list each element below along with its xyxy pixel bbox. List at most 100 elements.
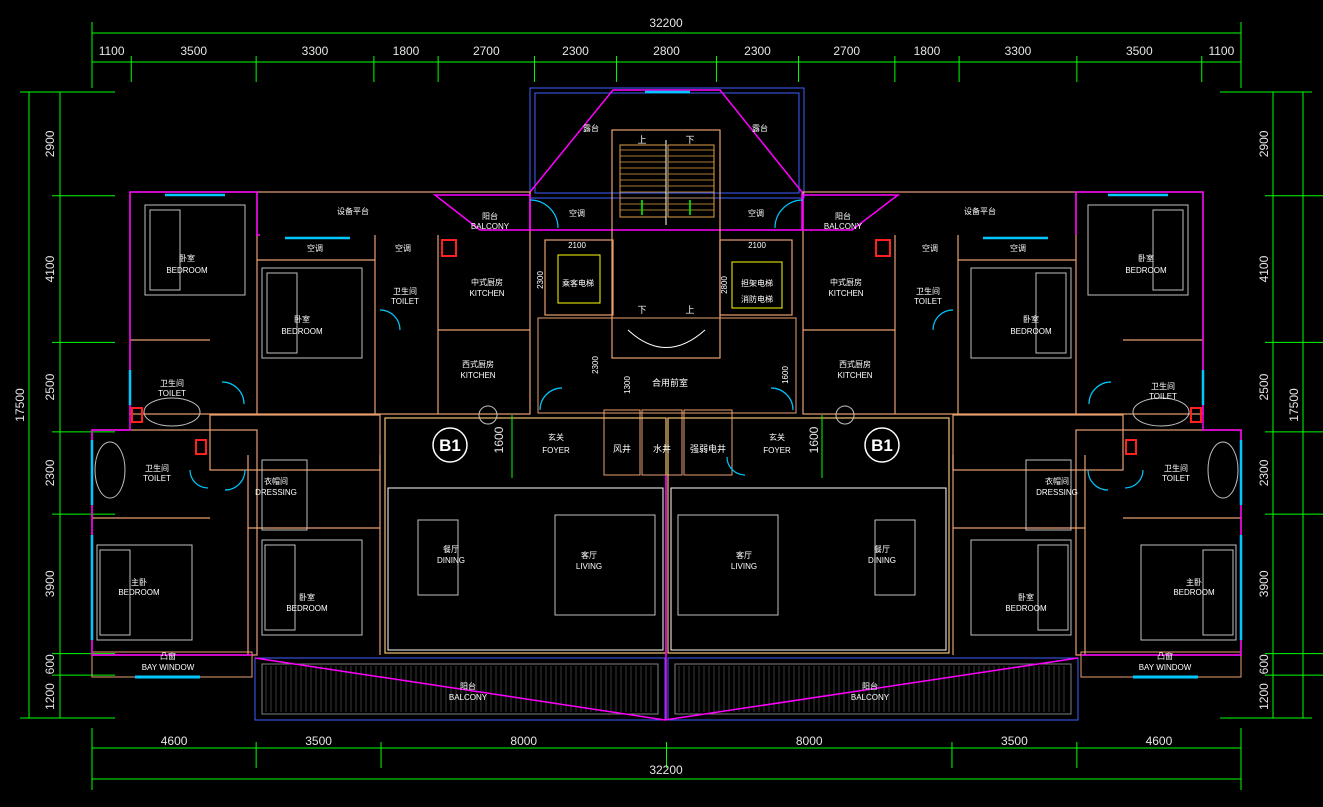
right-segment-dim-0: 2900 [1257, 130, 1271, 157]
label-master-r-cn: 主卧 [1186, 577, 1202, 587]
label-balcony-r-en: BALCONY [824, 222, 863, 231]
label-stair-up-b: 上 [685, 305, 694, 315]
label-landing-r: 露台 [752, 123, 768, 133]
label-bay-l-cn: 凸窗 [160, 651, 176, 661]
label-toilet-r2-en: TOILET [1149, 392, 1177, 401]
door-swings [189, 199, 1144, 491]
right-segment-dim-3: 2300 [1257, 459, 1271, 486]
label-foyer-r-en: FOYER [763, 446, 791, 455]
label-bay-l-en: BAY WINDOW [142, 663, 195, 672]
label-dressing-l-en: DRESSING [255, 488, 297, 497]
label-fire-elevator: 消防电梯 [741, 294, 773, 304]
label-bedroom-r2-en: BEDROOM [1010, 327, 1052, 336]
label-toilet-l3-cn: 卫生间 [145, 463, 169, 473]
label-toilet-l1-cn: 卫生间 [393, 286, 417, 296]
bottom-total-dim: 32200 [649, 763, 683, 777]
label-bay-r-cn: 凸窗 [1157, 651, 1173, 661]
top-segment-dim-0: 1100 [99, 44, 125, 58]
label-bedroom-r3-cn: 卧室 [1018, 592, 1034, 602]
top-segment-dim-2: 3300 [302, 44, 329, 58]
label-toilet-r1-cn: 卫生间 [916, 286, 940, 296]
label-master-r-en: BEDROOM [1173, 588, 1215, 597]
inner-dim-2100a: 2100 [568, 241, 586, 250]
inner-dim-2300b: 2300 [591, 356, 600, 374]
top-segment-dim-7: 2300 [744, 44, 771, 58]
label-balcony-bl-cn: 阳台 [460, 681, 476, 691]
label-balcony-r-cn: 阳台 [835, 211, 851, 221]
label-dressing-r-cn: 衣帽间 [1045, 476, 1069, 486]
label-bedroom-3-en: BEDROOM [286, 604, 328, 613]
label-kitchen-r-cn: 中式厨房 [830, 277, 862, 287]
label-bedroom-2-cn: 卧室 [294, 314, 310, 324]
label-foyer-r-cn: 玄关 [769, 432, 785, 442]
inner-dim-2300: 2300 [536, 271, 545, 289]
left-segment-dim-3: 2300 [43, 459, 57, 486]
label-aircon-core-r: 空调 [748, 208, 764, 218]
label-kitchen-l-en: KITCHEN [469, 289, 504, 298]
inner-dim-1600a: 1600 [492, 426, 506, 453]
label-master-l-cn: 主卧 [131, 577, 147, 587]
left-segment-dim-5: 600 [43, 654, 57, 674]
label-aircon-l1: 空调 [307, 243, 323, 253]
left-total-dim: 17500 [13, 388, 27, 422]
top-segment-dim-1: 3500 [180, 44, 207, 58]
right-segment-dim-6: 1200 [1257, 683, 1271, 710]
left-segment-dim-0: 2900 [43, 130, 57, 157]
label-foyer-l-cn: 玄关 [548, 432, 564, 442]
label-balcony-br-cn: 阳台 [862, 681, 878, 691]
label-living-r-cn: 客厅 [736, 550, 752, 560]
label-balcony-l-cn: 阳台 [482, 211, 498, 221]
label-stair-down-l: 下 [685, 135, 694, 145]
label-toilet-r2-cn: 卫生间 [1151, 381, 1175, 391]
label-toilet-l3-en: TOILET [143, 474, 171, 483]
label-bay-r-en: BAY WINDOW [1139, 663, 1192, 672]
label-wkitchen-r-cn: 西式厨房 [839, 359, 871, 369]
balcony-boundaries [91, 191, 1242, 656]
right-total-dim: 17500 [1287, 388, 1301, 422]
label-bedroom-r2-cn: 卧室 [1023, 314, 1039, 324]
top-segment-dim-6: 2800 [653, 44, 680, 58]
right-segment-dim-5: 600 [1257, 654, 1271, 674]
left-segment-dim-1: 4100 [43, 255, 57, 282]
label-wkitchen-l-cn: 西式厨房 [462, 359, 494, 369]
right-segment-dim-2: 2500 [1257, 373, 1271, 400]
bottom-segment-dim-2: 8000 [510, 734, 537, 748]
top-segment-dim-8: 2700 [833, 44, 860, 58]
label-balcony-l-en: BALCONY [471, 222, 510, 231]
right-segment-dim-1: 4100 [1257, 255, 1271, 282]
bottom-segment-dim-1: 3500 [305, 734, 332, 748]
label-elevator-2: 担架电梯 [741, 278, 773, 288]
label-aircon-l2: 空调 [395, 243, 411, 253]
top-segment-dim-10: 3300 [1005, 44, 1032, 58]
label-aircon-r1: 空调 [922, 243, 938, 253]
bottom-balconies [91, 475, 1242, 721]
bottom-segment-dim-3: 8000 [796, 734, 823, 748]
unit-label-left: B1 [439, 436, 461, 455]
inner-dim-1600c: 1600 [781, 366, 790, 384]
label-shaft-wind: 风井 [613, 443, 631, 454]
inner-dim-1600b: 1600 [807, 426, 821, 453]
label-bedroom-r1-en: BEDROOM [1125, 266, 1167, 275]
label-living-l-en: LIVING [576, 562, 602, 571]
label-aircon-r2: 空调 [1010, 243, 1026, 253]
top-segment-dim-4: 2700 [473, 44, 500, 58]
label-bedroom-r1-cn: 卧室 [1138, 253, 1154, 263]
label-master-l-en: BEDROOM [118, 588, 160, 597]
left-segment-dim-6: 1200 [43, 683, 57, 710]
label-landing-l: 露台 [583, 123, 599, 133]
label-shaft-water: 水井 [653, 443, 671, 454]
label-living-l-cn: 客厅 [581, 550, 597, 560]
label-bedroom-2-en: BEDROOM [281, 327, 323, 336]
room-labels: 卧室 BEDROOM 卧室 BEDROOM 设备平台 空调 空调 阳台 BALC… [118, 123, 1215, 702]
right-segment-dim-4: 3900 [1257, 570, 1271, 597]
label-balcony-bl-en: BALCONY [449, 693, 488, 702]
label-foyer-l-en: FOYER [542, 446, 570, 455]
top-segment-dim-11: 3500 [1126, 44, 1153, 58]
bottom-segment-dim-0: 4600 [161, 734, 188, 748]
label-bedroom-1-cn: 卧室 [179, 253, 195, 263]
label-dressing-r-en: DRESSING [1036, 488, 1078, 497]
label-equip-left: 设备平台 [337, 206, 369, 216]
top-segment-dim-12: 1100 [1208, 44, 1234, 58]
label-kitchen-l-cn: 中式厨房 [471, 277, 503, 287]
